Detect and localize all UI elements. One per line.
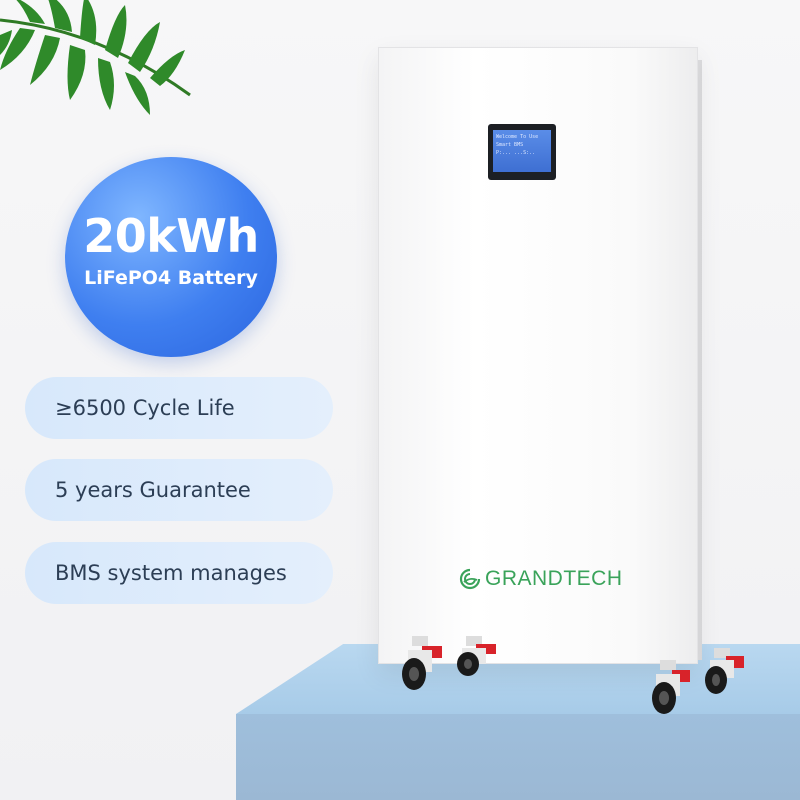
capacity-value: 20kWh (83, 209, 259, 263)
palm-leaf-decoration (0, 0, 191, 115)
lcd-line: Smart BMS (496, 142, 524, 148)
lcd-line: P:... ...S:.. (496, 150, 536, 156)
display-pedestal-front (236, 714, 800, 800)
caster-wheel-icon (652, 660, 690, 714)
brand-name: GRANDTECH (485, 567, 623, 590)
lcd-line: Welcome To Use (496, 134, 539, 140)
feature-pill-cycle-life: ≥6500 Cycle Life (25, 377, 333, 439)
caster-wheel-icon (402, 636, 442, 690)
lcd-screen: Welcome To Use Smart BMS P:... ...S:.. (493, 130, 551, 172)
brand-logo: GRANDTECH (458, 567, 623, 591)
caster-wheel-icon (705, 648, 744, 694)
swirl-logo-icon (459, 568, 481, 590)
battery-type: LiFePO4 Battery (84, 267, 258, 289)
caster-wheel-icon (457, 636, 496, 676)
capacity-badge: 20kWh LiFePO4 Battery (65, 157, 277, 357)
feature-pill-guarantee: 5 years Guarantee (25, 459, 333, 521)
feature-pill-bms: BMS system manages (25, 542, 333, 604)
lcd-display: Welcome To Use Smart BMS P:... ...S:.. (488, 124, 556, 180)
